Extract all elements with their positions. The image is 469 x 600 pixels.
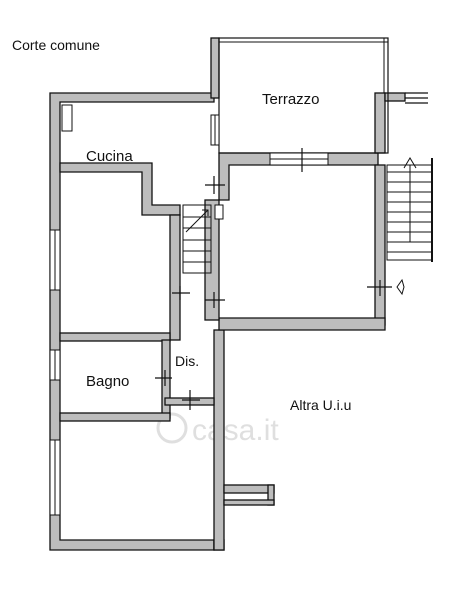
label-dis: Dis. bbox=[175, 353, 199, 369]
outside-wall-stub bbox=[405, 92, 428, 104]
label-bagno: Bagno bbox=[86, 373, 129, 390]
internal-stairs bbox=[182, 204, 224, 274]
label-altra-uiu: Altra U.i.u bbox=[290, 397, 351, 413]
marker-icon bbox=[396, 278, 405, 296]
external-stairs bbox=[386, 157, 433, 262]
windows bbox=[49, 114, 329, 516]
watermark-text: casa.it bbox=[192, 414, 279, 447]
label-terrazzo: Terrazzo bbox=[262, 91, 320, 108]
watermark-logo-icon bbox=[156, 412, 188, 444]
label-corte-comune: Corte comune bbox=[12, 37, 100, 53]
cucina-fixture bbox=[61, 104, 73, 132]
door-marks bbox=[155, 148, 392, 410]
walls bbox=[49, 37, 406, 551]
watermark: casa.it bbox=[156, 412, 279, 447]
label-cucina: Cucina bbox=[86, 148, 133, 165]
